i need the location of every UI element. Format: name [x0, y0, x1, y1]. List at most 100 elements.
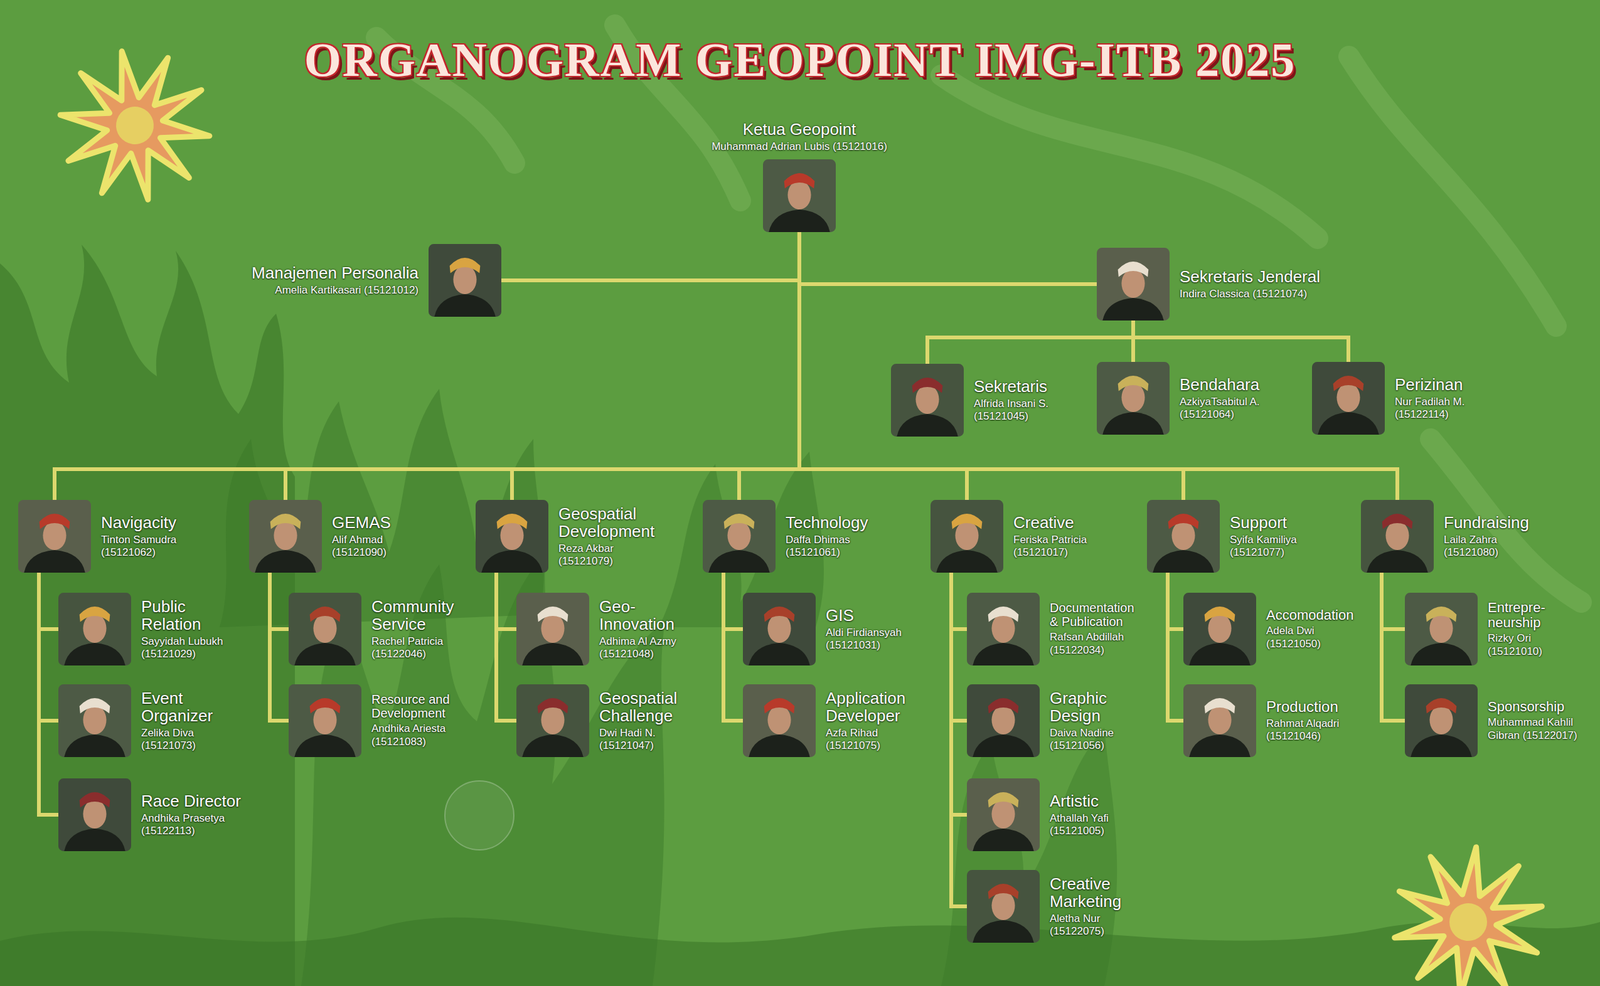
member-text: Geospatial DevelopmentReza Akbar (151210… — [558, 505, 659, 569]
org-connector — [951, 572, 967, 907]
photo-background — [930, 500, 1004, 573]
member-name: Alif Ahmad (15121090) — [331, 533, 433, 560]
photo-face — [540, 614, 565, 644]
org-connector — [951, 572, 967, 816]
photo-background — [18, 500, 91, 573]
photo-background — [1360, 500, 1434, 573]
portrait-photo — [930, 500, 1004, 573]
portrait-photo — [1096, 247, 1170, 321]
portrait-photo — [742, 684, 816, 758]
photo-headwear — [537, 606, 569, 622]
member-name: Rahmat Alqadri (15121046) — [1266, 717, 1367, 744]
member-name: Reza Akbar (15121079) — [558, 542, 659, 569]
photo-headwear — [1168, 513, 1200, 529]
role-title: Public Relation — [141, 597, 242, 634]
role-title: Geospatial Challenge — [599, 689, 700, 725]
member-text: Ketua GeopointMuhammad Adrian Lubis (151… — [711, 120, 888, 154]
member-text: ArtisticAthallah Yafi (15121005) — [1049, 792, 1151, 839]
sun-ornament — [50, 43, 219, 207]
member-box: Geospatial DevelopmentReza Akbar (151210… — [475, 500, 659, 573]
portrait-photo — [1183, 684, 1257, 758]
member-box: GISAldi Firdiansyah (15121031) — [742, 592, 927, 666]
portrait-photo — [966, 778, 1040, 852]
member-box: Geospatial ChallengeDwi Hadi N. (1512104… — [516, 684, 700, 758]
member-box: FundraisingLaila Zahra (15121080) — [1360, 500, 1545, 573]
portrait-photo — [1404, 684, 1478, 758]
photo-background — [966, 778, 1040, 852]
member-box: Application DeveloperAzfa Rihad (1512107… — [742, 684, 927, 758]
member-text: Creative MarketingAletha Nur (15122075) — [1049, 875, 1151, 939]
org-connector — [1381, 572, 1405, 721]
member-text: Manajemen PersonaliaAmelia Kartikasari (… — [251, 264, 419, 297]
photo-face — [82, 800, 107, 829]
photo-face — [991, 614, 1015, 644]
member-box: Resource and DevelopmentAndhika Ariesta … — [288, 684, 466, 758]
member-name: Amelia Kartikasari (15121012) — [251, 284, 419, 297]
role-title: Manajemen Personalia — [251, 264, 419, 282]
portrait-photo — [516, 592, 590, 666]
photo-face — [82, 705, 107, 735]
photo-headwear — [988, 606, 1019, 622]
portrait-photo — [428, 244, 502, 317]
photo-face — [954, 521, 979, 551]
role-title: GEMAS — [331, 513, 433, 532]
photo-headwear — [951, 513, 983, 529]
photo-body — [972, 828, 1034, 852]
photo-face — [991, 891, 1015, 921]
role-title: Graphic Design — [1049, 689, 1151, 725]
org-connector — [799, 232, 1398, 501]
org-connector — [496, 572, 517, 721]
org-connector — [1167, 572, 1184, 721]
member-name: Rizky Ori (15121010) — [1487, 632, 1589, 659]
member-name: Syifa Kamiliya (15121077) — [1229, 533, 1331, 560]
photo-body — [434, 294, 496, 317]
photo-body — [1189, 643, 1250, 666]
portrait-photo — [18, 500, 91, 573]
photo-face — [453, 265, 477, 295]
photo-face — [1385, 521, 1409, 551]
photo-face — [727, 521, 751, 551]
photo-background — [1183, 592, 1257, 666]
member-name: Feriska Patricia (15121017) — [1013, 533, 1114, 560]
photo-headwear — [496, 513, 528, 529]
member-box: TechnologyDaffa Dhimas (15121061) — [702, 500, 886, 573]
member-text: Public RelationSayyidah Lubukh (15121029… — [141, 597, 242, 662]
photo-background — [966, 870, 1040, 944]
photo-body — [768, 210, 830, 233]
org-connector — [269, 572, 289, 721]
portrait-photo — [1360, 500, 1434, 573]
member-name: Rachel Patricia (15122046) — [371, 635, 472, 662]
brush-stroke — [941, 75, 1318, 239]
photo-body — [254, 550, 316, 573]
org-connector — [927, 320, 1134, 364]
member-box: NavigacityTinton Samudra (15121062) — [18, 500, 202, 573]
photo-headwear — [988, 792, 1019, 808]
photo-body — [522, 643, 583, 666]
org-connector — [38, 572, 59, 816]
photo-background — [1404, 684, 1478, 758]
portrait-photo — [58, 778, 132, 852]
member-name: Alfrida Insani S. (15121045) — [973, 397, 1075, 424]
photo-body — [936, 550, 998, 573]
org-connector — [1381, 572, 1405, 630]
member-text: CreativeFeriska Patricia (15121017) — [1013, 513, 1114, 560]
photo-body — [972, 734, 1034, 758]
sun-rays — [50, 43, 219, 207]
photo-face — [991, 705, 1015, 735]
brush-stroke — [1430, 439, 1582, 603]
member-text: Geospatial ChallengeDwi Hadi N. (1512104… — [599, 689, 700, 753]
photo-body — [708, 550, 770, 573]
photo-headwear — [79, 606, 111, 622]
member-name: Nur Fadilah M. (15122114) — [1394, 395, 1496, 422]
member-name: Azfa Rihad (15121075) — [825, 727, 927, 753]
photo-face — [1429, 705, 1453, 735]
role-title: Perizinan — [1394, 375, 1496, 394]
member-name: Daiva Nadine (15121056) — [1049, 727, 1151, 753]
photo-background — [890, 363, 964, 437]
member-text: Event OrganizerZelika Diva (15121073) — [141, 689, 242, 753]
member-text: Entrepre- neurshipRizky Ori (15121010) — [1487, 600, 1589, 659]
member-text: Community ServiceRachel Patricia (151220… — [371, 597, 472, 662]
member-text: Race DirectorAndhika Prasetya (15122113) — [141, 792, 242, 839]
org-connector — [501, 232, 800, 281]
photo-headwear — [1204, 606, 1236, 622]
